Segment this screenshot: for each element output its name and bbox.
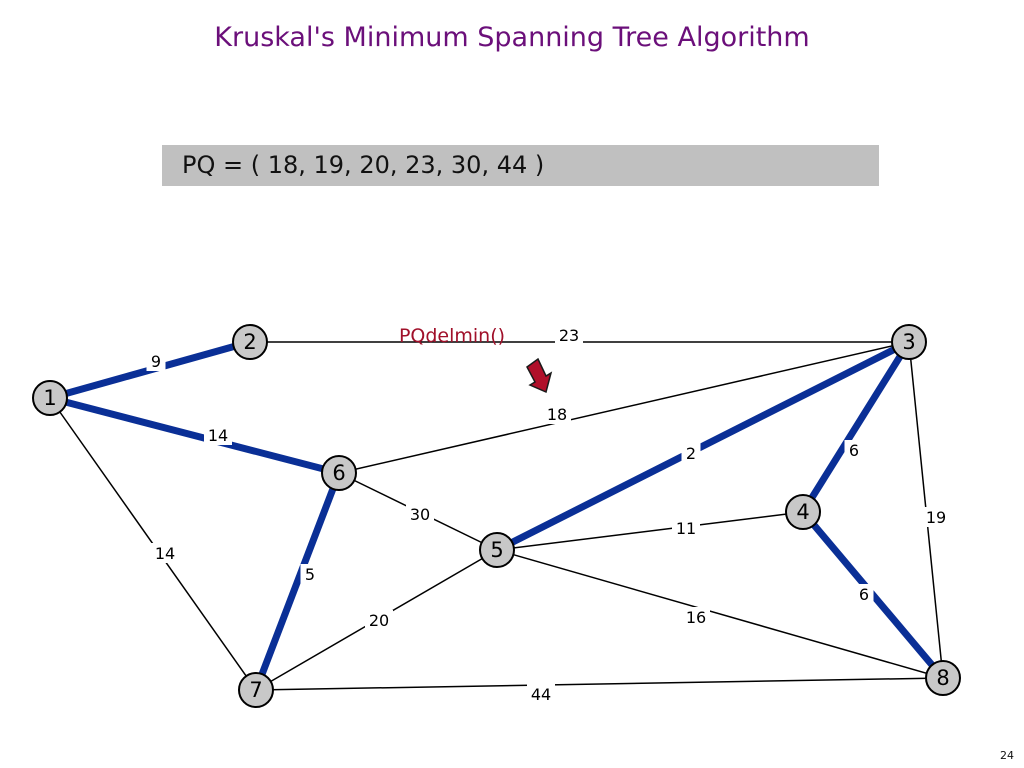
edge-weight-bg-6-3 <box>543 404 571 424</box>
node-7: 7 <box>238 672 274 708</box>
page-title: Kruskal's Minimum Spanning Tree Algorith… <box>214 22 810 53</box>
node-2: 2 <box>232 324 268 360</box>
node-circle-4 <box>785 494 821 530</box>
edge-weight-bg-5-8 <box>682 607 710 627</box>
edge-weight-1-6: 14 <box>208 426 228 445</box>
edge-1-6-tree <box>49 394 340 477</box>
edge-weight-1-7: 14 <box>155 544 175 563</box>
node-label-3: 3 <box>902 330 915 354</box>
edge-weight-4-8: 6 <box>859 585 869 604</box>
edge-weight-bg-7-8 <box>527 684 555 704</box>
priority-queue-text: PQ = ( 18, 19, 20, 23, 30, 44 ) <box>182 151 545 179</box>
edge-3-4-tree <box>800 340 912 514</box>
edge-weight-5-4: 11 <box>676 519 696 538</box>
edge-weight-7-8: 44 <box>531 685 551 704</box>
node-8: 8 <box>925 660 961 696</box>
edge-weight-6-3: 18 <box>547 405 567 424</box>
edge-weight-bg-1-2 <box>146 351 166 371</box>
edge-7-8 <box>255 677 944 691</box>
node-6: 6 <box>321 455 357 491</box>
edge-weight-bg-6-7 <box>300 564 320 584</box>
edge-weight-bg-5-7 <box>365 610 393 630</box>
edge-5-4 <box>496 511 804 551</box>
node-label-7: 7 <box>249 678 262 702</box>
node-label-4: 4 <box>796 500 809 524</box>
pqdelmin-operation-label: PQdelmin() <box>399 325 505 347</box>
edge-weight-1-2: 9 <box>151 352 161 371</box>
edge-weight-bg-1-7 <box>151 543 179 563</box>
node-1: 1 <box>32 380 68 416</box>
operation-arrow-icon <box>526 357 553 394</box>
node-circle-3 <box>891 324 927 360</box>
edge-weight-3-8: 19 <box>926 508 946 527</box>
node-3: 3 <box>891 324 927 360</box>
edge-weight-bg-3-4 <box>844 440 864 460</box>
node-circle-2 <box>232 324 268 360</box>
node-circle-5 <box>479 532 515 568</box>
priority-queue-box: PQ = ( 18, 19, 20, 23, 30, 44 ) <box>162 145 879 186</box>
node-label-6: 6 <box>332 461 345 485</box>
node-label-5: 5 <box>490 538 503 562</box>
edge-weight-5-7: 20 <box>369 611 389 630</box>
edge-weight-bg-3-8 <box>922 507 950 527</box>
edge-weight-bg-5-3 <box>681 443 701 463</box>
node-circle-1 <box>32 380 68 416</box>
edge-weight-bg-2-3 <box>555 325 583 345</box>
edge-weight-bg-5-4 <box>672 518 700 538</box>
edge-weight-bg-1-6 <box>204 425 232 445</box>
edge-weight-5-8: 16 <box>686 608 706 627</box>
node-label-8: 8 <box>936 666 949 690</box>
node-4: 4 <box>785 494 821 530</box>
edge-weight-2-3: 23 <box>559 326 579 345</box>
edge-weight-6-7: 5 <box>305 565 315 584</box>
page-number: 24 <box>1000 749 1014 762</box>
node-circle-8 <box>925 660 961 696</box>
node-5: 5 <box>479 532 515 568</box>
node-circle-7 <box>238 672 274 708</box>
edge-weight-bg-6-5 <box>406 504 434 524</box>
edge-weight-bg-4-8 <box>854 584 874 604</box>
node-label-2: 2 <box>243 330 256 354</box>
edge-weight-6-5: 30 <box>410 505 430 524</box>
edge-5-8 <box>496 549 944 679</box>
edge-6-3 <box>338 341 910 474</box>
edge-weight-5-3: 2 <box>686 444 696 463</box>
edge-6-7-tree <box>252 471 343 692</box>
node-label-1: 1 <box>43 386 56 410</box>
edge-weight-3-4: 6 <box>849 441 859 460</box>
edge-5-3-tree <box>495 338 911 554</box>
node-circle-6 <box>321 455 357 491</box>
